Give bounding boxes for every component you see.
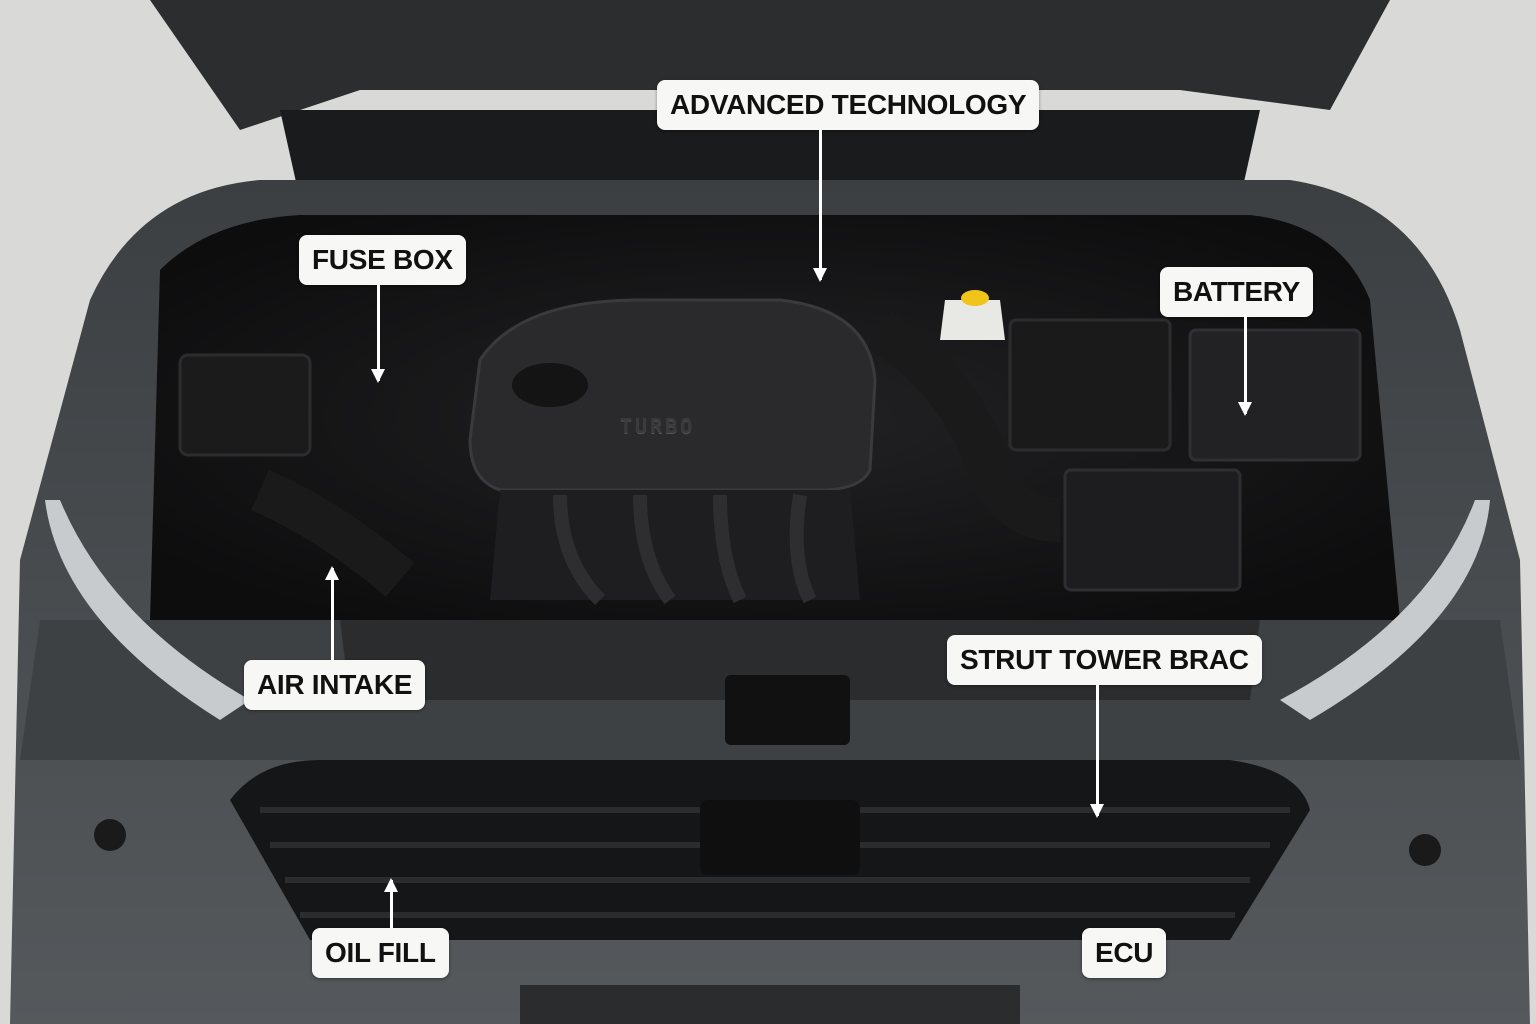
label-ecu: ECU: [1082, 928, 1167, 978]
arrow-fuse-box: [371, 285, 385, 383]
battery-part: [1008, 318, 1172, 452]
fuse-box-part: [178, 353, 312, 457]
arrow-air-intake: [325, 566, 339, 660]
left-headlight: [45, 500, 250, 720]
label-advanced-technology: ADVANCED TECHNOLOGY: [657, 80, 1040, 130]
open-hood: [150, 0, 1390, 130]
arrow-battery: [1238, 316, 1252, 416]
arrow-advanced-technology: [813, 130, 827, 282]
arrow-strut-tower-brace: [1090, 685, 1104, 818]
label-air-intake: AIR INTAKE: [244, 660, 426, 710]
label-oil-fill: OIL FILL: [312, 928, 449, 978]
battery-cover: [1188, 328, 1362, 462]
label-battery: BATTERY: [1160, 267, 1314, 317]
ecu-part: [1063, 468, 1242, 592]
right-headlight: [1280, 500, 1490, 720]
engine-cover: [468, 298, 877, 492]
label-fuse-box: FUSE BOX: [299, 235, 466, 285]
arrow-oil-fill: [384, 878, 398, 928]
engine-cover-turbo-text: TURBO: [620, 414, 696, 438]
label-strut-tower-brace: STRUT TOWER BRAC: [947, 635, 1262, 685]
